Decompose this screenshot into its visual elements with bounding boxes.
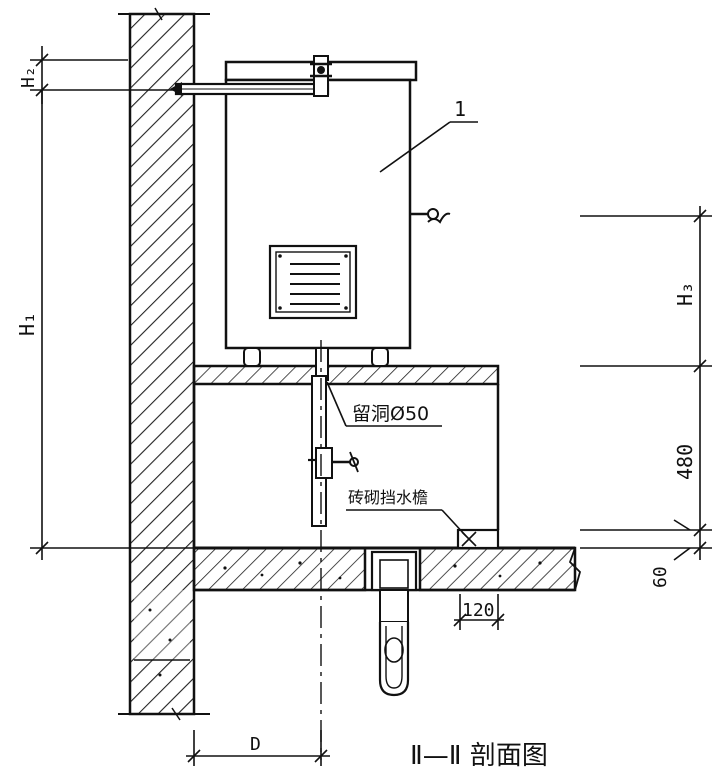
dim-d-label: D: [250, 734, 261, 755]
leaders: [326, 121, 478, 537]
vent-panel: [268, 244, 358, 320]
drain-pipe: [308, 347, 359, 527]
flue-pipe: [170, 55, 332, 97]
section-title: Ⅱ—Ⅱ 剖面图: [410, 741, 548, 768]
water-heater: [224, 60, 451, 367]
floor-slab: [148, 546, 582, 677]
dim-480-label: 480: [673, 444, 697, 480]
dim-h3-label: H₃: [673, 282, 697, 306]
dim-120: [453, 594, 505, 630]
water-stop-label: 砖砌挡水檐: [348, 488, 428, 507]
dim-d: [186, 730, 330, 766]
dim-left: [30, 46, 194, 560]
dim-60-label: 60: [650, 566, 671, 588]
part-number-label: 1: [454, 97, 466, 121]
dim-h1-label: H₁: [15, 312, 39, 336]
dim-h2-label: H₂: [18, 66, 39, 88]
reserved-hole-label: 留洞Ø50: [352, 403, 429, 425]
dim-120-label: 120: [462, 600, 495, 621]
side-valve: [410, 208, 451, 224]
floor-drain: [370, 550, 418, 697]
brick-wall: [118, 7, 210, 721]
stand-box: [192, 364, 500, 550]
dim-right: [580, 206, 712, 561]
